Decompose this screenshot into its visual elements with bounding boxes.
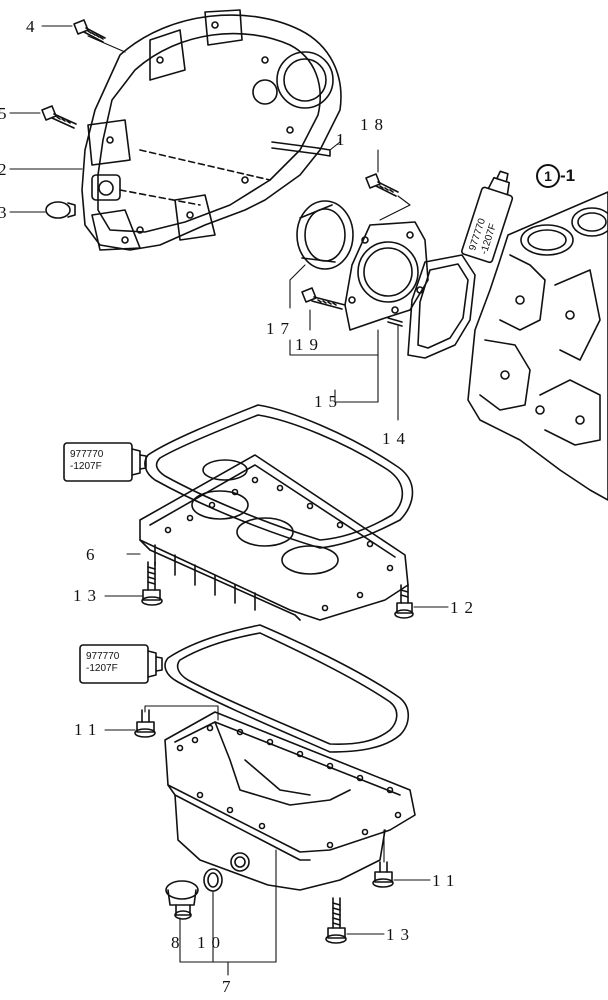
sealant-tube-rotated xyxy=(461,170,514,264)
drain-plug xyxy=(165,880,199,920)
callout-8: 8 xyxy=(171,933,186,952)
callout-3: 3 xyxy=(0,203,13,222)
callout-2: 2 xyxy=(0,160,13,179)
tube-2-part-suffix: -1207F xyxy=(86,663,118,674)
callout-1: 1 xyxy=(336,130,351,149)
reference-number: 1 xyxy=(536,164,560,188)
callout-6: 6 xyxy=(86,545,101,564)
callout-7: 7 xyxy=(222,977,237,996)
callout-19: 19 xyxy=(295,335,324,354)
oil-pan-stiffener xyxy=(139,454,409,621)
bolt-11-right xyxy=(372,861,394,888)
bolt-18 xyxy=(365,173,399,197)
dowel-pin-1 xyxy=(271,141,331,157)
bolt-5 xyxy=(41,105,77,129)
leader-lines-bottom xyxy=(104,705,431,976)
callout-11-left: 11 xyxy=(74,720,103,739)
callout-13-upper: 13 xyxy=(73,586,102,605)
leader-lines-mid xyxy=(289,309,399,421)
bolt-12 xyxy=(394,584,414,619)
callout-12: 12 xyxy=(450,598,479,617)
oil-pan-gasket-upper xyxy=(144,404,414,549)
callout-10: 10 xyxy=(197,933,226,952)
bolt-13-upper xyxy=(141,561,163,606)
sealant-tube-2 xyxy=(79,644,163,684)
washer xyxy=(203,868,223,892)
retainer-gasket xyxy=(407,254,476,359)
bolt-4 xyxy=(73,19,106,43)
tube-1-part-number: 977770 xyxy=(70,449,104,460)
bolt-11-left xyxy=(134,709,156,738)
seal-retainer xyxy=(344,221,429,331)
tube-2-part-number: 977770 xyxy=(86,651,120,662)
callout-17: 17 xyxy=(266,319,295,338)
bolt-19 xyxy=(301,287,346,310)
bolt-13-lower xyxy=(325,897,347,944)
sealant-tube-1-label: 977770 -1207F xyxy=(70,449,103,473)
reference-suffix: -1 xyxy=(560,166,576,185)
oil-pan-gasket-lower xyxy=(164,624,410,753)
plug-3 xyxy=(45,201,76,219)
tube-1-part-suffix: -1207F xyxy=(70,461,102,472)
callout-13-lower: 13 xyxy=(386,925,415,944)
oil-seal xyxy=(296,200,354,270)
callout-5: 5 xyxy=(0,104,13,123)
callout-4: 4 xyxy=(26,17,41,36)
callout-14: 14 xyxy=(382,429,411,448)
sealant-tube-2-label: 977770 -1207F xyxy=(86,651,119,675)
leader-lines-top xyxy=(9,25,341,213)
leader-lines-stiffener xyxy=(104,553,449,608)
callout-11-right: 11 xyxy=(432,871,461,890)
sealant-tube-1 xyxy=(63,442,147,482)
flywheel-housing xyxy=(81,9,342,251)
reference-callout: 1-1 xyxy=(536,164,575,188)
oil-pan xyxy=(164,711,416,891)
callout-15: 15 xyxy=(314,392,343,411)
callout-18: 18 xyxy=(360,115,389,134)
cylinder-block xyxy=(467,191,608,501)
